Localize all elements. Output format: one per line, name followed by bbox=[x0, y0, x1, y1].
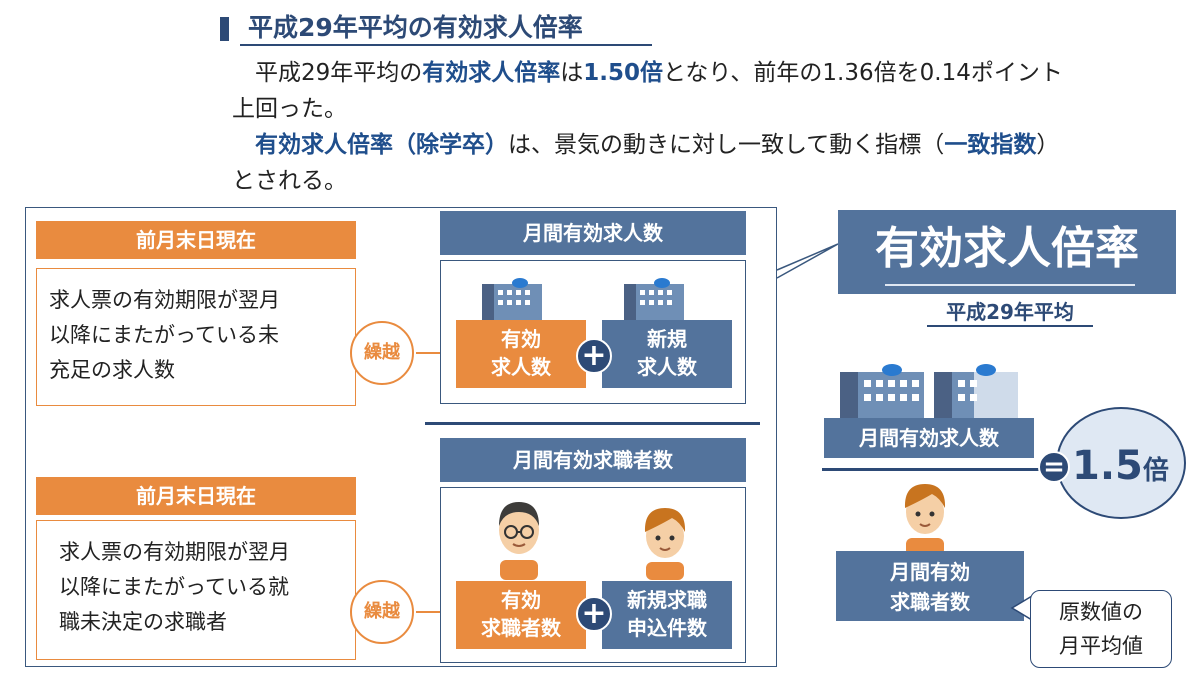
section-divider bbox=[425, 422, 760, 425]
active-job-seekers-tile: 有効 求職者数 bbox=[456, 581, 586, 649]
new-applications-tile: 新規求職 申込件数 bbox=[602, 581, 732, 649]
carry-over-badge-bottom: 繰越 bbox=[350, 580, 414, 644]
title-underline bbox=[240, 44, 652, 46]
tile-label: 求人数 bbox=[637, 355, 697, 379]
ratio-title-box bbox=[838, 210, 1176, 294]
note-line: 月平均値 bbox=[1059, 634, 1143, 658]
year-underline bbox=[927, 325, 1093, 327]
left-bottom-line-2: 以降にまたがっている就 bbox=[59, 575, 289, 599]
result-value: 1.5倍 bbox=[1072, 438, 1192, 502]
left-top-header: 前月末日現在 bbox=[36, 221, 356, 259]
result-circle bbox=[1056, 407, 1186, 519]
building-icon bbox=[840, 364, 924, 424]
note-callout: 原数値の 月平均値 bbox=[1030, 590, 1172, 668]
ratio-title: 有効求人倍率 bbox=[875, 223, 1139, 274]
diagram-frame bbox=[25, 207, 777, 667]
note-line: 原数値の bbox=[1059, 600, 1143, 624]
right-top-header: 月間有効求人数 bbox=[440, 211, 746, 255]
heading-marker bbox=[220, 17, 229, 41]
paragraph-1-line-2: 上回った。 bbox=[232, 96, 347, 122]
building-fading-icon bbox=[934, 364, 1018, 424]
left-bottom-line-3: 職未決定の求職者 bbox=[59, 610, 227, 634]
paragraph-2-line-2: とされる。 bbox=[232, 168, 347, 194]
left-top-line-1: 求人票の有効期限が翌月 bbox=[49, 288, 280, 312]
tile-label: 新規 bbox=[647, 327, 687, 351]
tile-label: 有効 bbox=[501, 327, 541, 351]
numerator-label: 月間有効求人数 bbox=[824, 418, 1034, 458]
tile-label: 申込件数 bbox=[627, 616, 707, 640]
left-top-line-2: 以降にまたがっている未 bbox=[49, 323, 279, 347]
tile-label: 有効 bbox=[501, 588, 541, 612]
left-bottom-line-1: 求人票の有効期限が翌月 bbox=[59, 540, 290, 564]
young-man-icon bbox=[644, 508, 686, 580]
paragraph-1-line-1: 平成29年平均の有効求人倍率は1.50倍となり、前年の1.36倍を0.14ポイン… bbox=[255, 60, 1063, 86]
ratio-title-rule bbox=[885, 284, 1135, 286]
tile-label: 求人数 bbox=[491, 355, 551, 379]
denominator-line: 月間有効 bbox=[890, 560, 970, 584]
fraction-bar bbox=[822, 468, 1040, 471]
plus-icon: + bbox=[576, 338, 612, 374]
building-icon bbox=[482, 278, 542, 326]
carry-arrow-top-line bbox=[416, 352, 446, 354]
carry-arrow-bottom-line bbox=[416, 611, 446, 613]
active-job-offers-tile: 有効 求人数 bbox=[456, 320, 586, 388]
new-job-offers-tile: 新規 求人数 bbox=[602, 320, 732, 388]
left-top-line-3: 充足の求人数 bbox=[49, 358, 175, 382]
plus-icon: + bbox=[576, 596, 612, 632]
young-man-icon bbox=[904, 484, 946, 556]
building-icon bbox=[624, 278, 684, 326]
left-top-description: 求人票の有効期限が翌月 以降にまたがっている未 充足の求人数 bbox=[36, 268, 356, 406]
result-number: 1.5 bbox=[1072, 443, 1143, 489]
carry-over-badge-top: 繰越 bbox=[350, 321, 414, 385]
equals-icon: = bbox=[1038, 451, 1070, 483]
left-bottom-description: 求人票の有効期限が翌月 以降にまたがっている就 職未決定の求職者 bbox=[36, 520, 356, 660]
result-unit: 倍 bbox=[1142, 456, 1169, 486]
right-bottom-header: 月間有効求職者数 bbox=[440, 438, 746, 482]
denominator-label: 月間有効 求職者数 bbox=[836, 551, 1024, 621]
denominator-line: 求職者数 bbox=[890, 590, 970, 614]
paragraph-2-line-1: 有効求人倍率（除学卒）は、景気の動きに対し一致して動く指標（一致指数） bbox=[255, 132, 1060, 158]
tile-label: 新規求職 bbox=[627, 588, 707, 612]
tile-label: 求職者数 bbox=[481, 616, 561, 640]
older-man-icon bbox=[499, 502, 539, 580]
left-bottom-header: 前月末日現在 bbox=[36, 477, 356, 515]
page-title: 平成29年平均の有効求人倍率 bbox=[248, 13, 583, 42]
year-label: 平成29年平均 bbox=[946, 300, 1074, 324]
